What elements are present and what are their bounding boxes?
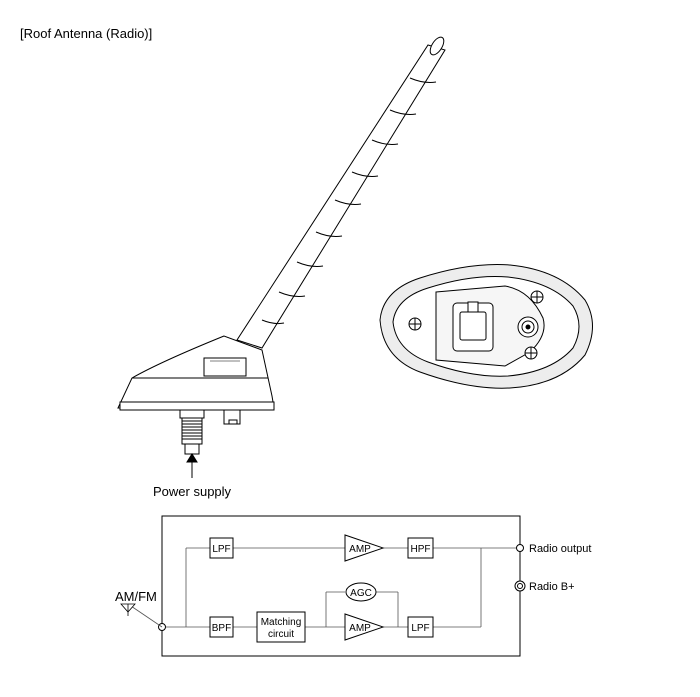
bpf-label: BPF bbox=[212, 623, 231, 634]
hpf-top-label: HPF bbox=[411, 544, 431, 555]
antenna-base-window bbox=[203, 357, 247, 377]
lpf-top-block bbox=[209, 537, 234, 559]
matching-circuit-label-line1: Matching bbox=[261, 617, 302, 628]
antenna-helix-windings bbox=[261, 77, 437, 325]
antenna-base-plate bbox=[119, 401, 275, 411]
agc-block bbox=[345, 582, 377, 602]
power-supply-label: Power supply bbox=[153, 484, 232, 499]
antenna-threaded-stud bbox=[179, 409, 205, 455]
radio-b-plus-label: Radio B+ bbox=[529, 581, 575, 593]
lpf-bottom-label: LPF bbox=[411, 623, 429, 634]
diagram-title: [Roof Antenna (Radio)] bbox=[20, 26, 152, 41]
amp-top-label: AMP bbox=[349, 544, 371, 555]
hpf-top-block bbox=[407, 537, 434, 559]
bottom-view-screw-top-right bbox=[530, 290, 544, 304]
radio-output-terminal bbox=[516, 544, 524, 552]
matching-circuit-label-line2: circuit bbox=[268, 629, 294, 640]
amp-top-block bbox=[344, 534, 385, 562]
matching-circuit-block bbox=[256, 611, 306, 643]
lpf-bottom-block bbox=[407, 616, 434, 638]
antenna-base-housing bbox=[117, 335, 275, 409]
input-label: AM/FM bbox=[115, 589, 157, 604]
circuit-block-diagram bbox=[120, 515, 526, 657]
antenna-bottom-view bbox=[379, 264, 593, 389]
antenna-tip bbox=[429, 36, 445, 56]
circuit-wires bbox=[166, 547, 517, 628]
antenna-symbol-icon bbox=[120, 603, 163, 628]
antenna-side-view bbox=[117, 36, 446, 478]
power-supply-arrowhead bbox=[186, 453, 198, 463]
bottom-view-screw-bottom-right bbox=[524, 346, 538, 360]
agc-label: AGC bbox=[350, 588, 372, 599]
lpf-top-label: LPF bbox=[212, 544, 230, 555]
bpf-block bbox=[209, 616, 234, 638]
bottom-view-screw-left bbox=[408, 317, 422, 331]
radio-output-label: Radio output bbox=[529, 543, 591, 555]
amp-bottom-block bbox=[344, 613, 385, 641]
amp-bottom-label: AMP bbox=[349, 623, 371, 634]
